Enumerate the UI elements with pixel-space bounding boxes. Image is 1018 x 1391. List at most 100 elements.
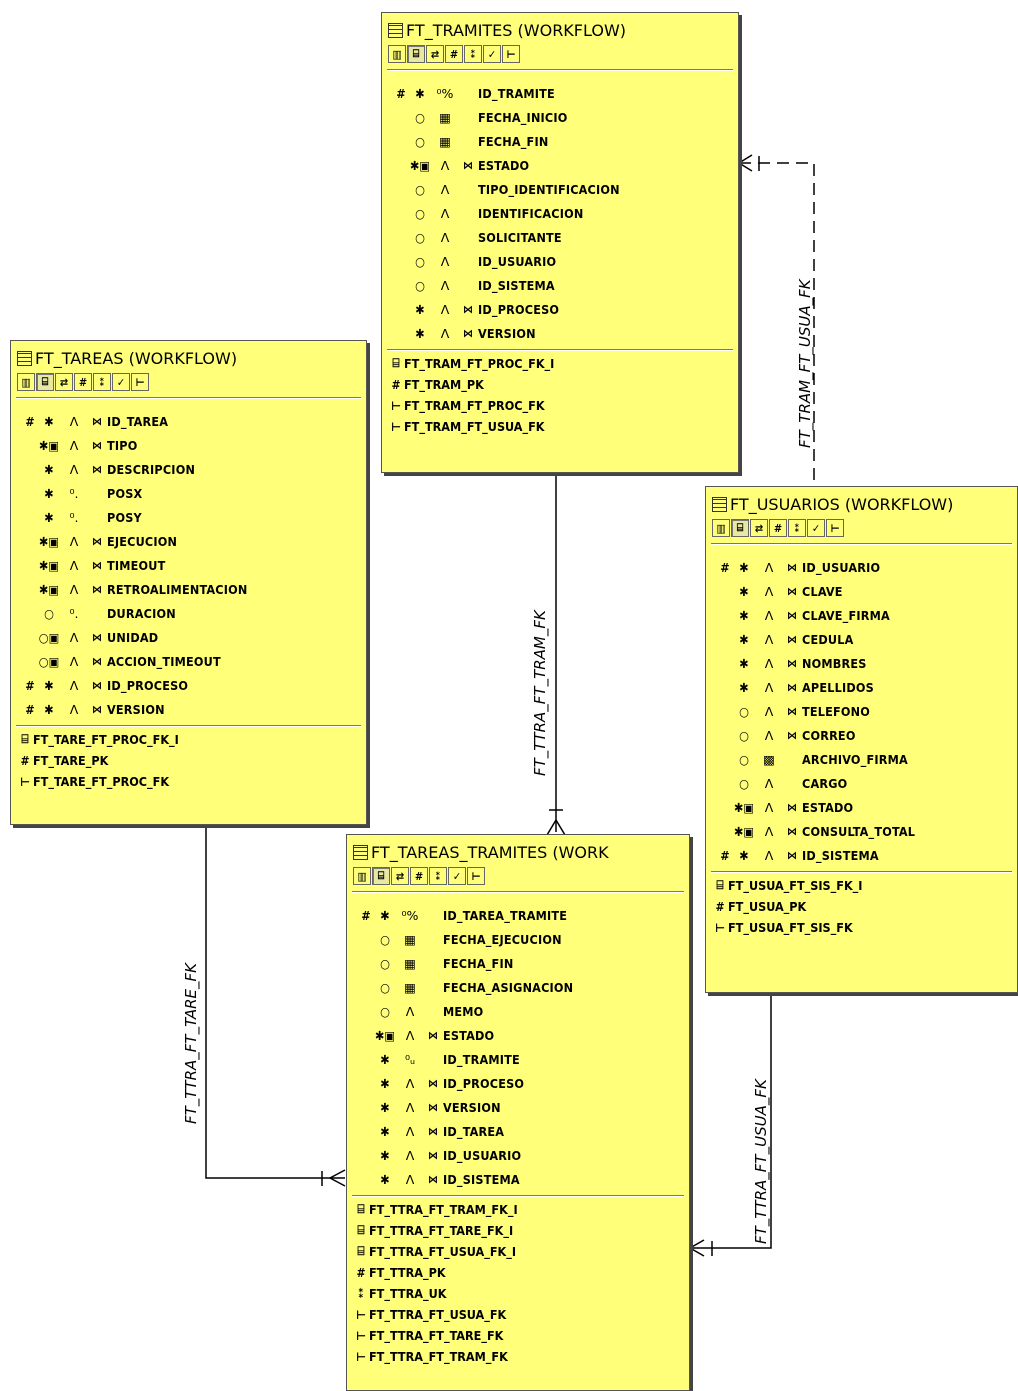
display-uk-icon[interactable]: ⁑	[788, 519, 806, 537]
table-header[interactable]: FT_USUARIOS (WORKFLOW)	[706, 487, 1017, 517]
table-ft-tareas[interactable]: FT_TAREAS (WORKFLOW)▥⌸⇄#⁑✓⊢#✱Λ⋈ID_TAREA✱…	[10, 340, 367, 825]
display-pk-icon[interactable]: #	[74, 373, 92, 391]
constraint-row[interactable]: ⊢FT_USUA_FT_SIS_FK	[712, 917, 1017, 938]
column-row[interactable]: ✱Λ⋈ID_TAREA	[347, 1119, 689, 1143]
constraint-row[interactable]: ⊢FT_TTRA_FT_TARE_FK	[353, 1325, 689, 1346]
constraint-row[interactable]: #FT_TTRA_PK	[353, 1262, 689, 1283]
display-fk-icon[interactable]: ⊢	[131, 373, 149, 391]
display-pk-icon[interactable]: #	[769, 519, 787, 537]
column-row[interactable]: #✱Λ⋈VERSION	[11, 697, 366, 721]
display-uk-icon[interactable]: ⁑	[464, 45, 482, 63]
rel-line-ttra-usua[interactable]	[689, 993, 772, 1257]
display-uk-icon[interactable]: ⁑	[93, 373, 111, 391]
column-row[interactable]: ✱⁰.POSY	[11, 505, 366, 529]
table-header[interactable]: FT_TAREAS (WORKFLOW)	[11, 341, 366, 371]
column-row[interactable]: ○▣Λ⋈UNIDAD	[11, 625, 366, 649]
column-row[interactable]: ✱Λ⋈ID_PROCESO	[347, 1071, 689, 1095]
column-row[interactable]: ✱Λ⋈NOMBRES	[706, 651, 1017, 675]
column-row[interactable]: ✱▣Λ⋈EJECUCION	[11, 529, 366, 553]
display-pk-icon[interactable]: #	[410, 867, 428, 885]
column-row[interactable]: ○▦FECHA_FIN	[347, 951, 689, 975]
display-columns-icon[interactable]: ▥	[712, 519, 730, 537]
display-indexes-icon[interactable]: ⌸	[731, 519, 749, 537]
column-row[interactable]: ○▦FECHA_ASIGNACION	[347, 975, 689, 999]
column-row[interactable]: ✱▣Λ⋈CONSULTA_TOTAL	[706, 819, 1017, 843]
table-header[interactable]: FT_TAREAS_TRAMITES (WORK	[347, 835, 689, 865]
display-indexes-icon[interactable]: ⌸	[372, 867, 390, 885]
display-uk-icon[interactable]: ⁑	[429, 867, 447, 885]
constraint-row[interactable]: ⌸FT_USUA_FT_SIS_FK_I	[712, 875, 1017, 896]
constraint-row[interactable]: ⁑FT_TTRA_UK	[353, 1283, 689, 1304]
display-columns-icon[interactable]: ▥	[353, 867, 371, 885]
column-row[interactable]: ○▦FECHA_EJECUCION	[347, 927, 689, 951]
display-indexes-icon[interactable]: ⌸	[407, 45, 425, 63]
constraint-row[interactable]: ⊢FT_TTRA_FT_TRAM_FK	[353, 1346, 689, 1367]
column-row[interactable]: ✱▣Λ⋈ESTADO	[706, 795, 1017, 819]
constraint-row[interactable]: #FT_TRAM_PK	[388, 374, 738, 395]
column-row[interactable]: ○▦FECHA_FIN	[382, 129, 738, 153]
display-columns-icon[interactable]: ▥	[388, 45, 406, 63]
column-row[interactable]: ✱▣Λ⋈ESTADO	[382, 153, 738, 177]
rel-line-tram-usua[interactable]	[738, 154, 815, 480]
column-row[interactable]: #✱Λ⋈ID_PROCESO	[11, 673, 366, 697]
display-relations-icon[interactable]: ⇄	[391, 867, 409, 885]
column-row[interactable]: ✱Λ⋈ID_USUARIO	[347, 1143, 689, 1167]
column-row[interactable]: ○Λ⋈CORREO	[706, 723, 1017, 747]
column-row[interactable]: ✱Λ⋈DESCRIPCION	[11, 457, 366, 481]
display-checks-icon[interactable]: ✓	[483, 45, 501, 63]
constraint-row[interactable]: #FT_USUA_PK	[712, 896, 1017, 917]
column-row[interactable]: ✱Λ⋈ID_PROCESO	[382, 297, 738, 321]
rel-line-ttra-tram[interactable]	[546, 474, 566, 836]
column-row[interactable]: ✱Λ⋈CEDULA	[706, 627, 1017, 651]
column-row[interactable]: #✱⁰%ID_TRAMITE	[382, 81, 738, 105]
display-fk-icon[interactable]: ⊢	[467, 867, 485, 885]
column-row[interactable]: #✱⁰%ID_TAREA_TRAMITE	[347, 903, 689, 927]
display-fk-icon[interactable]: ⊢	[502, 45, 520, 63]
column-row[interactable]: #✱Λ⋈ID_USUARIO	[706, 555, 1017, 579]
constraint-row[interactable]: ⊢FT_TTRA_FT_USUA_FK	[353, 1304, 689, 1325]
constraint-row[interactable]: #FT_TARE_PK	[17, 750, 366, 771]
table-ft-tareas-tramites[interactable]: FT_TAREAS_TRAMITES (WORK ▥⌸⇄#⁑✓⊢ #✱⁰%ID_TA…	[346, 834, 690, 1391]
column-row[interactable]: ✱▣Λ⋈RETROALIMENTACION	[11, 577, 366, 601]
column-row[interactable]: ✱▣Λ⋈ESTADO	[347, 1023, 689, 1047]
constraint-row[interactable]: ⌸FT_TTRA_FT_USUA_FK_I	[353, 1241, 689, 1262]
constraint-row[interactable]: ⌸FT_TARE_FT_PROC_FK_I	[17, 729, 366, 750]
column-row[interactable]: ○Λ⋈TELEFONO	[706, 699, 1017, 723]
column-row[interactable]: ✱Λ⋈VERSION	[382, 321, 738, 345]
constraint-row[interactable]: ⌸FT_TTRA_FT_TRAM_FK_I	[353, 1199, 689, 1220]
column-row[interactable]: ✱Λ⋈CLAVE	[706, 579, 1017, 603]
display-pk-icon[interactable]: #	[445, 45, 463, 63]
column-row[interactable]: ✱Λ⋈VERSION	[347, 1095, 689, 1119]
display-checks-icon[interactable]: ✓	[112, 373, 130, 391]
display-checks-icon[interactable]: ✓	[448, 867, 466, 885]
constraint-row[interactable]: ⊢FT_TARE_FT_PROC_FK	[17, 771, 366, 792]
table-header[interactable]: FT_TRAMITES (WORKFLOW)	[382, 13, 738, 43]
constraint-row[interactable]: ⌸FT_TTRA_FT_TARE_FK_I	[353, 1220, 689, 1241]
column-row[interactable]: ✱Λ⋈APELLIDOS	[706, 675, 1017, 699]
column-row[interactable]: ○▩ARCHIVO_FIRMA	[706, 747, 1017, 771]
constraint-row[interactable]: ⊢FT_TRAM_FT_USUA_FK	[388, 416, 738, 437]
column-row[interactable]: #✱Λ⋈ID_SISTEMA	[706, 843, 1017, 867]
display-columns-icon[interactable]: ▥	[17, 373, 35, 391]
table-ft-tramites[interactable]: FT_TRAMITES (WORKFLOW)▥⌸⇄#⁑✓⊢#✱⁰%ID_TRAM…	[381, 12, 739, 473]
column-row[interactable]: ✱Λ⋈ID_SISTEMA	[347, 1167, 689, 1191]
column-row[interactable]: ✱▣Λ⋈TIMEOUT	[11, 553, 366, 577]
constraint-row[interactable]: ⊢FT_TRAM_FT_PROC_FK	[388, 395, 738, 416]
table-ft-usuarios[interactable]: FT_USUARIOS (WORKFLOW)▥⌸⇄#⁑✓⊢#✱Λ⋈ID_USUA…	[705, 486, 1018, 993]
display-relations-icon[interactable]: ⇄	[55, 373, 73, 391]
column-row[interactable]: #✱Λ⋈ID_TAREA	[11, 409, 366, 433]
column-row[interactable]: ✱▣Λ⋈TIPO	[11, 433, 366, 457]
constraint-row[interactable]: ⌸FT_TRAM_FT_PROC_FK_I	[388, 353, 738, 374]
column-row[interactable]: ✱Λ⋈CLAVE_FIRMA	[706, 603, 1017, 627]
display-checks-icon[interactable]: ✓	[807, 519, 825, 537]
column-row[interactable]: ✱⁰.POSX	[11, 481, 366, 505]
rel-line-ttra-tare[interactable]	[205, 826, 346, 1187]
display-fk-icon[interactable]: ⊢	[826, 519, 844, 537]
